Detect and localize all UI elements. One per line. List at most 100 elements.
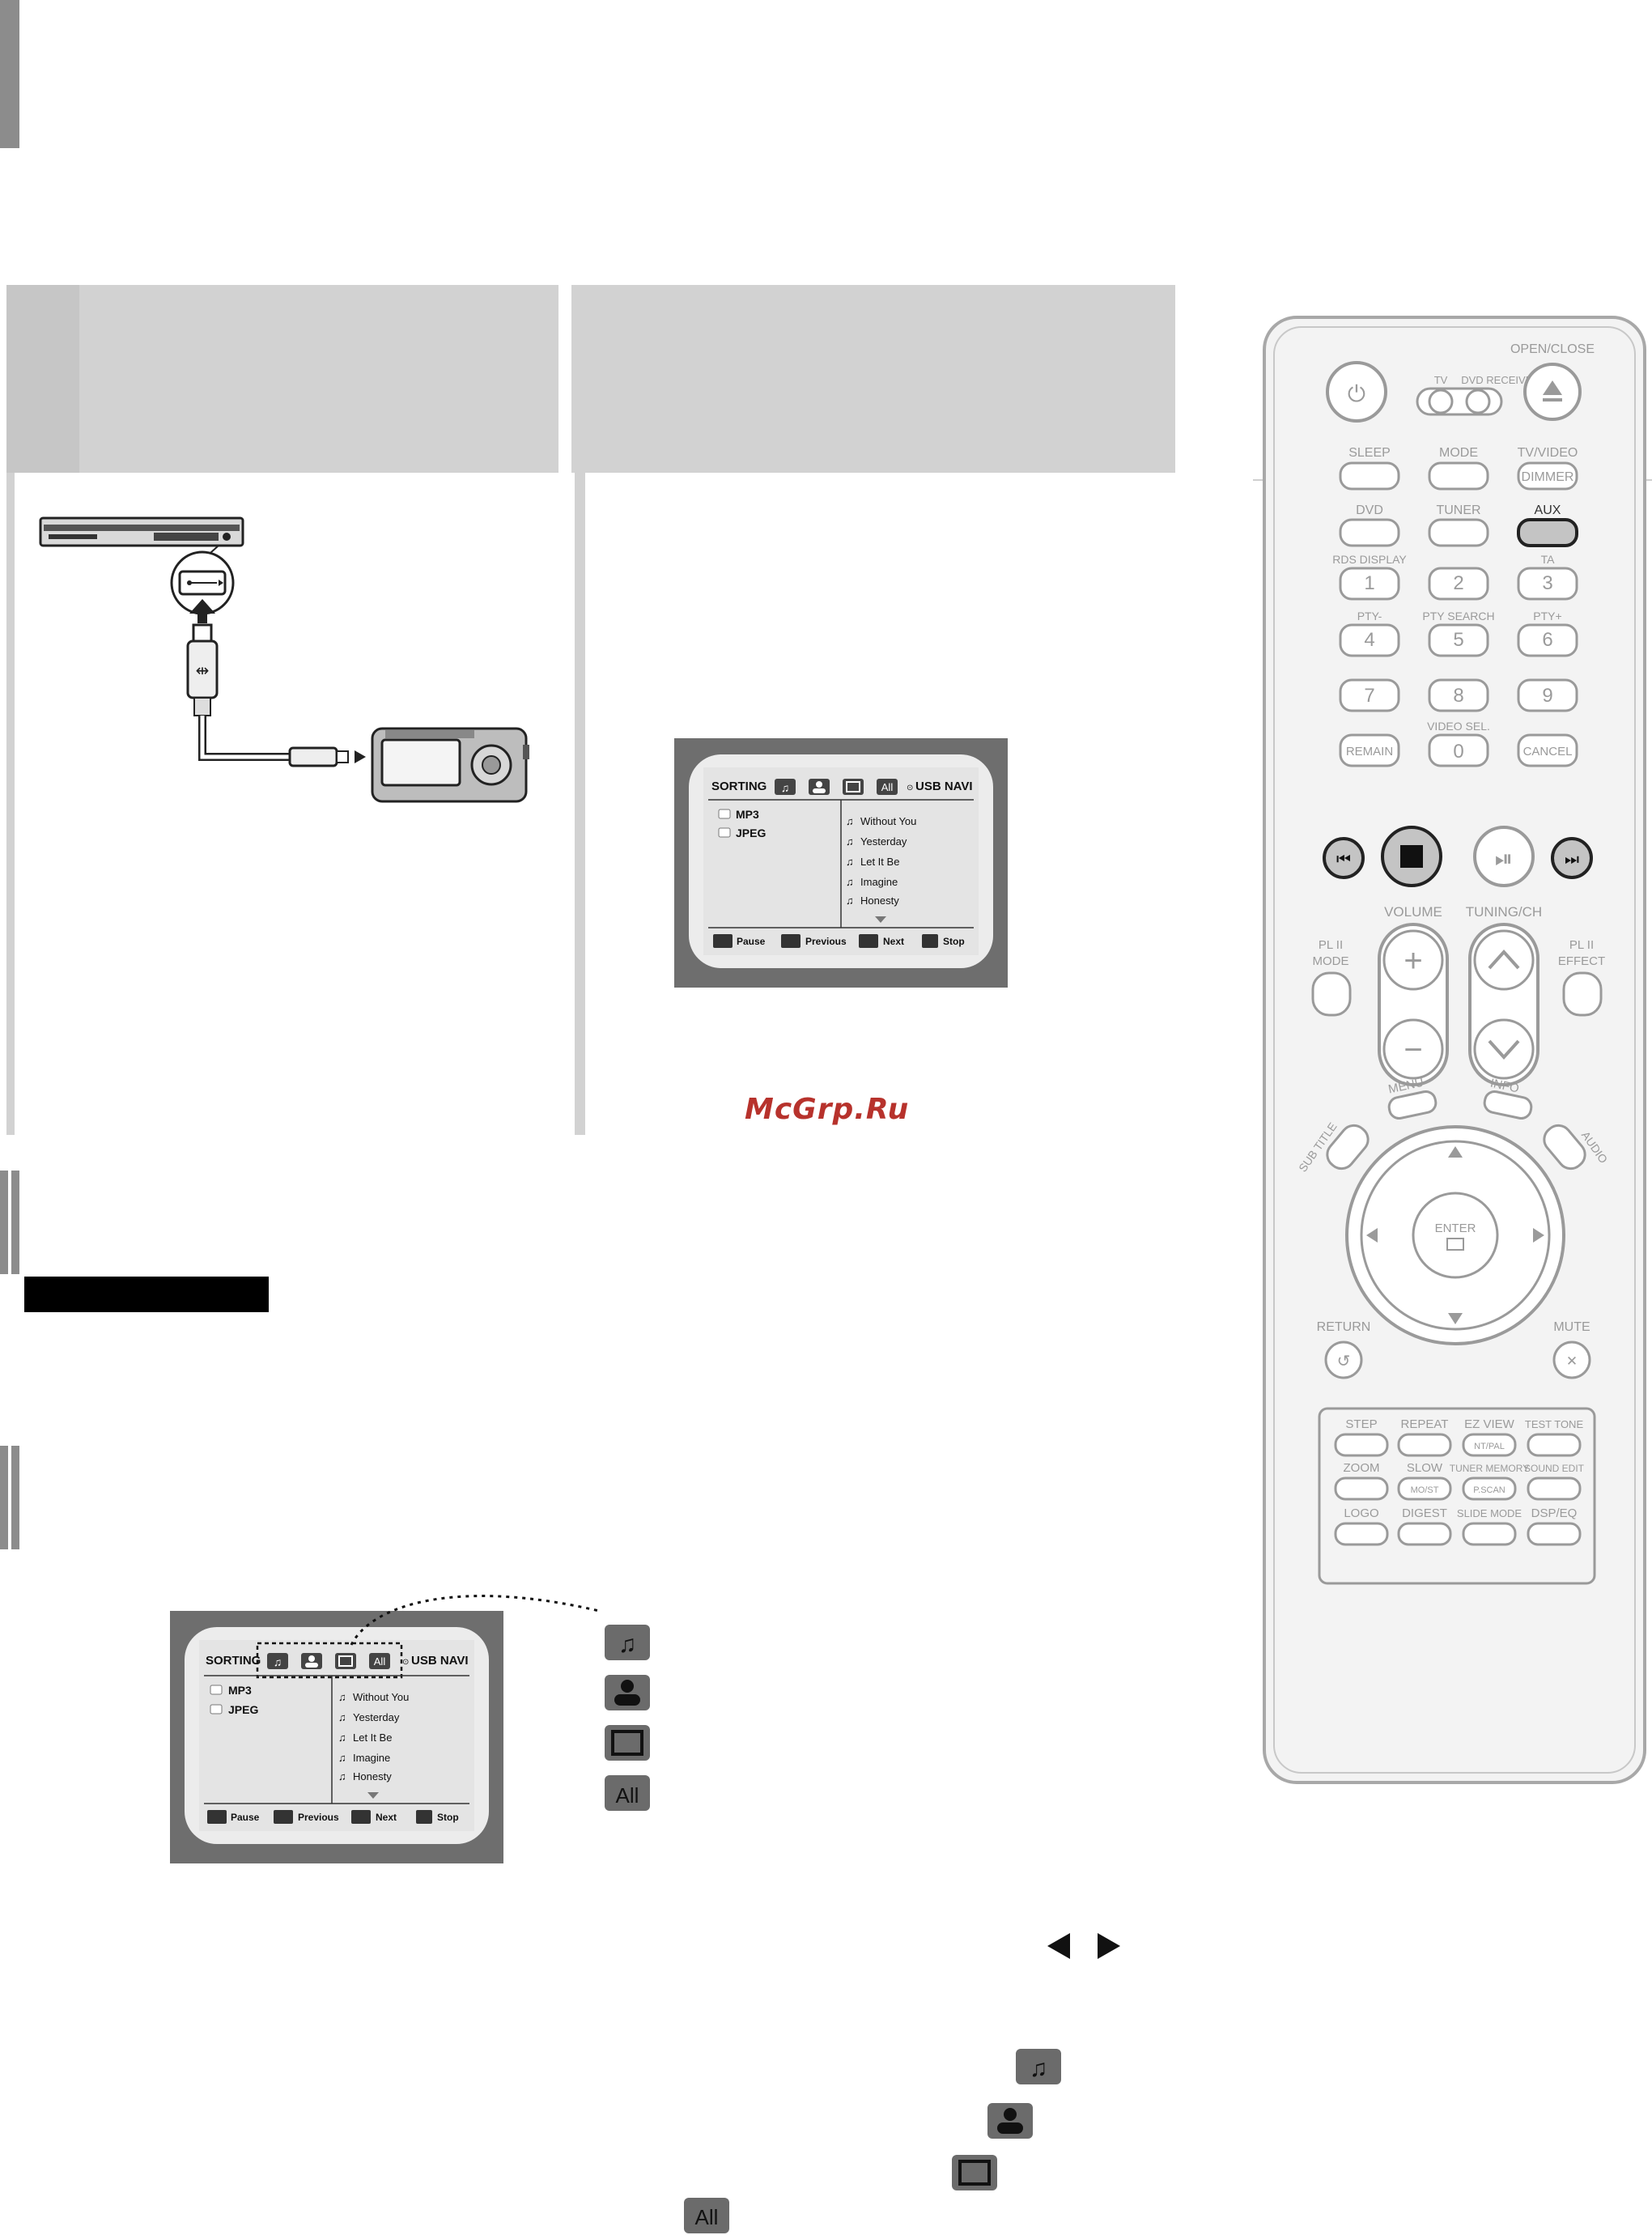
usb-cable: ⇹ <box>186 623 366 767</box>
audio-button[interactable] <box>1539 1120 1590 1174</box>
sleep-button[interactable] <box>1339 461 1400 491</box>
track-item[interactable]: Let It Be <box>353 1731 392 1744</box>
track-item[interactable]: Imagine <box>353 1752 390 1764</box>
next-icon[interactable] <box>859 934 878 948</box>
track-item[interactable]: Let It Be <box>860 856 899 868</box>
tab-highlight-box <box>256 1642 403 1679</box>
pl2-effect-label: EFFECT <box>1558 954 1605 968</box>
slow-button[interactable] <box>1397 1477 1452 1501</box>
skip-forward-button[interactable] <box>1551 837 1593 879</box>
next-icon[interactable] <box>351 1810 371 1824</box>
play-pause-button[interactable] <box>1473 826 1535 887</box>
digit-9-button[interactable] <box>1517 678 1578 712</box>
scroll-down-icon[interactable] <box>875 916 886 923</box>
aux-button[interactable] <box>1517 518 1578 547</box>
menu-button[interactable] <box>1387 1090 1438 1120</box>
digit-3-button[interactable] <box>1517 567 1578 601</box>
repeat-button[interactable] <box>1397 1433 1452 1457</box>
pty-plus-label: PTY+ <box>1533 610 1561 622</box>
dsp-eq-button[interactable] <box>1527 1522 1582 1546</box>
inline-music-icon: ♫ <box>1016 2049 1061 2084</box>
folder-item[interactable]: MP3 <box>228 1684 252 1697</box>
remain-button[interactable] <box>1339 733 1400 767</box>
sound-edit-button[interactable] <box>1527 1477 1582 1501</box>
music-tab-icon[interactable] <box>775 779 796 795</box>
music-tab-icon[interactable] <box>267 1653 288 1669</box>
volume-up-button[interactable] <box>1382 929 1444 991</box>
pl2-mode-button[interactable] <box>1311 971 1352 1017</box>
track-item[interactable]: Honesty <box>860 894 899 907</box>
scroll-down-icon[interactable] <box>367 1792 379 1799</box>
digit-8-button[interactable] <box>1428 678 1489 712</box>
all-files-icon <box>605 1775 650 1811</box>
previous-icon[interactable] <box>274 1810 293 1824</box>
digest-button[interactable] <box>1397 1522 1452 1546</box>
pause-icon[interactable] <box>713 934 733 948</box>
tuning-up-button[interactable] <box>1473 929 1535 991</box>
tv-video-button[interactable] <box>1517 461 1578 491</box>
digit-5-button[interactable] <box>1428 623 1489 657</box>
footer-next: Next <box>376 1812 397 1823</box>
folder-item[interactable]: JPEG <box>736 826 766 839</box>
pl2-effect-button[interactable] <box>1562 971 1603 1017</box>
digit-1-button[interactable] <box>1339 567 1400 601</box>
test-tone-button[interactable] <box>1527 1433 1582 1457</box>
svg-text:♫: ♫ <box>846 894 854 907</box>
black-label-bar <box>24 1277 269 1312</box>
digit-6-button[interactable] <box>1517 623 1578 657</box>
ez-view-label: EZ VIEW <box>1464 1417 1515 1431</box>
info-button[interactable] <box>1483 1090 1533 1120</box>
arrow-left-icon[interactable] <box>1366 1228 1378 1243</box>
folder-item[interactable]: MP3 <box>736 808 759 821</box>
pty-search-label: PTY SEARCH <box>1422 610 1494 622</box>
pause-icon[interactable] <box>207 1810 227 1824</box>
previous-icon[interactable] <box>781 934 801 948</box>
track-item[interactable]: Without You <box>353 1691 409 1703</box>
digit-label: 9 <box>1542 685 1552 707</box>
sound-edit-label: SOUND EDIT <box>1524 1463 1585 1474</box>
digest-label: DIGEST <box>1402 1506 1447 1520</box>
mute-label: MUTE <box>1553 1320 1590 1334</box>
mode-button[interactable] <box>1428 461 1489 491</box>
track-item[interactable]: Imagine <box>860 876 898 888</box>
tuner-button[interactable] <box>1428 518 1489 547</box>
skip-back-button[interactable] <box>1323 837 1365 879</box>
mute-button[interactable] <box>1552 1341 1591 1379</box>
usb-navi-title: USB NAVI <box>411 1654 469 1668</box>
digit-label: 2 <box>1453 572 1463 594</box>
all-tab-icon[interactable] <box>877 779 898 795</box>
folder-item[interactable]: JPEG <box>228 1703 258 1716</box>
folder-icon <box>210 1685 223 1695</box>
dvd-button[interactable] <box>1339 518 1400 547</box>
subtitle-button[interactable] <box>1322 1120 1373 1174</box>
power-button[interactable] <box>1326 361 1387 423</box>
digit-0-button[interactable] <box>1428 733 1489 767</box>
track-item[interactable]: Yesterday <box>353 1711 400 1723</box>
digit-label: 0 <box>1453 741 1463 763</box>
mp3-player-device <box>371 727 529 803</box>
volume-down-button[interactable] <box>1382 1018 1444 1080</box>
arrow-up-icon[interactable] <box>1448 1146 1463 1158</box>
digit-2-button[interactable] <box>1428 567 1489 601</box>
logo-button[interactable] <box>1334 1522 1389 1546</box>
tuner-memory-button[interactable] <box>1462 1477 1517 1501</box>
track-item[interactable]: Yesterday <box>860 835 907 848</box>
arrow-down-icon[interactable] <box>1448 1313 1463 1324</box>
digit-7-button[interactable] <box>1339 678 1400 712</box>
cancel-button[interactable] <box>1517 733 1578 767</box>
stop-icon[interactable] <box>922 934 938 948</box>
all-tab-icon[interactable] <box>369 1653 390 1669</box>
ez-view-button[interactable] <box>1462 1433 1517 1457</box>
tuning-down-button[interactable] <box>1473 1018 1535 1080</box>
return-button[interactable] <box>1324 1341 1363 1379</box>
track-item[interactable]: Honesty <box>353 1770 392 1782</box>
arrow-right-icon[interactable] <box>1533 1228 1544 1243</box>
digit-4-button[interactable] <box>1339 623 1400 657</box>
zoom-button[interactable] <box>1334 1477 1389 1501</box>
step-button[interactable] <box>1334 1433 1389 1457</box>
track-item[interactable]: Without You <box>860 815 916 827</box>
slide-mode-button[interactable] <box>1462 1522 1517 1546</box>
enter-button[interactable] <box>1412 1192 1499 1279</box>
footer-pause: Pause <box>737 936 766 947</box>
stop-icon[interactable] <box>416 1810 432 1824</box>
